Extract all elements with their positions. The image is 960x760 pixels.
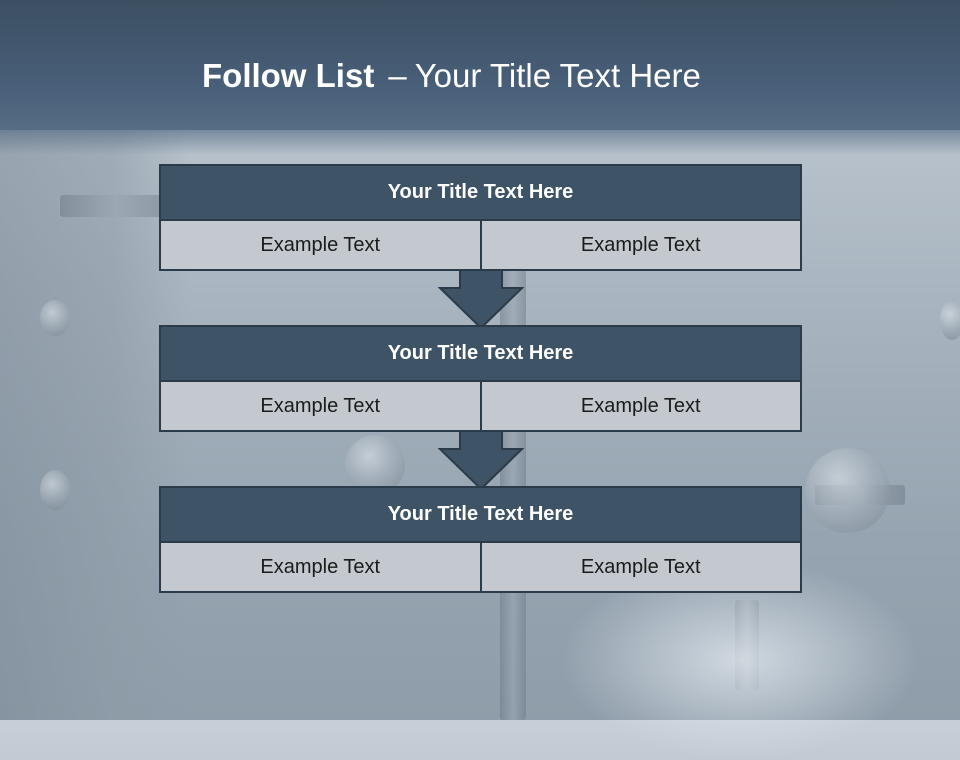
block-title: Your Title Text Here xyxy=(159,486,802,543)
page-title-bold: Follow List xyxy=(202,57,375,94)
block-cell-right: Example Text xyxy=(481,543,802,593)
background-vault-door xyxy=(0,130,190,720)
list-block-2: Your Title Text Here Example Text Exampl… xyxy=(159,325,802,432)
title-bar-fade xyxy=(0,125,960,155)
page-title: Follow List–Your Title Text Here xyxy=(202,56,701,96)
block-cell-left: Example Text xyxy=(159,221,482,271)
page-title-separator: – xyxy=(388,57,407,94)
background-vault-knob xyxy=(940,300,960,340)
block-row: Example Text Example Text xyxy=(159,221,802,271)
block-cell-right: Example Text xyxy=(481,382,802,432)
background-vault-knob xyxy=(345,435,405,495)
background-vault-knob xyxy=(40,300,70,336)
background-vault-knob xyxy=(805,448,890,533)
block-cell-left: Example Text xyxy=(159,543,482,593)
block-cell-right: Example Text xyxy=(481,221,802,271)
page-title-rest: Your Title Text Here xyxy=(414,57,701,94)
block-cell-left: Example Text xyxy=(159,382,482,432)
background-vault-bar xyxy=(60,195,170,217)
down-arrow-icon xyxy=(438,270,524,330)
title-bar xyxy=(0,0,960,130)
block-title: Your Title Text Here xyxy=(159,325,802,382)
down-arrow-icon xyxy=(438,431,524,491)
block-row: Example Text Example Text xyxy=(159,543,802,593)
block-title: Your Title Text Here xyxy=(159,164,802,221)
list-block-3: Your Title Text Here Example Text Exampl… xyxy=(159,486,802,593)
background-vault-knob xyxy=(40,470,70,510)
list-block-1: Your Title Text Here Example Text Exampl… xyxy=(159,164,802,271)
block-row: Example Text Example Text xyxy=(159,382,802,432)
